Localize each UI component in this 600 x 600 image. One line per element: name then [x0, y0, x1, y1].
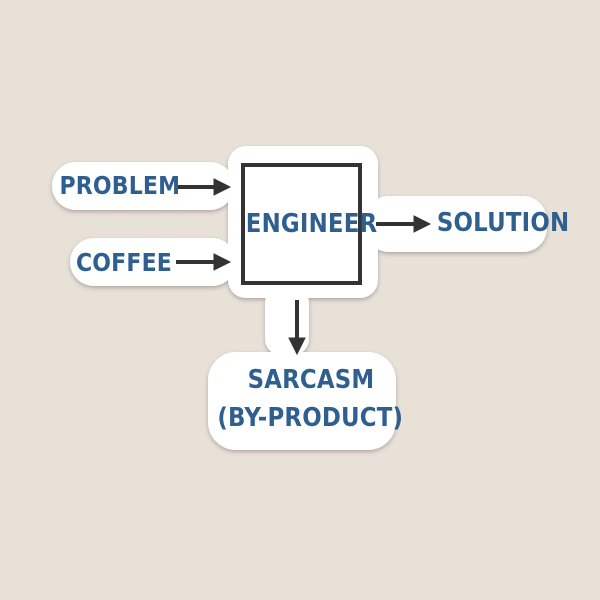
coffee-label: COFFEE [75, 248, 173, 277]
coffee-arrow [176, 253, 232, 271]
engineer-box [241, 163, 362, 285]
problem-arrow [176, 178, 232, 196]
solution-label: SOLUTION [436, 208, 570, 238]
byproduct-arrow [288, 300, 306, 356]
byproduct-label: (BY-PRODUCT) [217, 403, 404, 433]
sarcasm-label: SARCASM [247, 365, 375, 395]
solution-arrow [376, 215, 432, 233]
engineer-label: ENGINEER [245, 209, 378, 239]
problem-label: PROBLEM [59, 171, 181, 200]
sticker-background [52, 146, 547, 450]
